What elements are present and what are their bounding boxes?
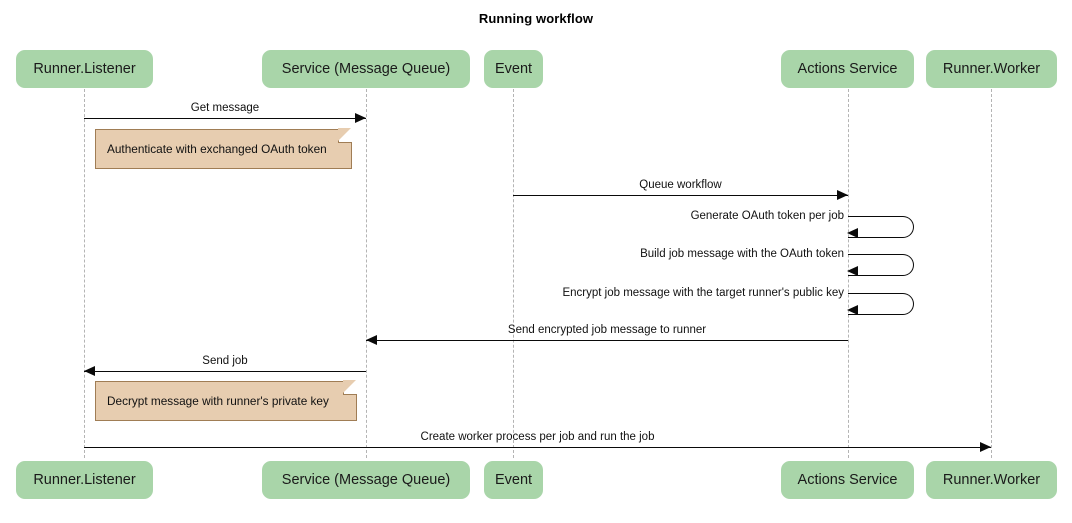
message-label-build-job-message: Build job message with the OAuth token — [640, 248, 844, 260]
arrowhead-right-icon-get-message — [355, 113, 366, 123]
arrowhead-left-icon-send-job — [84, 366, 95, 376]
message-line-create-worker-process — [84, 447, 991, 448]
arrowhead-right-icon-create-worker-process — [980, 442, 991, 452]
lifeline-runner-worker — [991, 89, 992, 458]
participant-service-message-queue-bottom[interactable]: Service (Message Queue) — [262, 461, 470, 499]
message-label-generate-oauth-token-per-job: Generate OAuth token per job — [690, 210, 844, 222]
participant-runner-worker-top[interactable]: Runner.Worker — [926, 50, 1057, 88]
arrowhead-right-icon-queue-workflow — [837, 190, 848, 200]
arrowhead-left-icon-send-encrypted-job-message — [366, 335, 377, 345]
participant-service-message-queue-top[interactable]: Service (Message Queue) — [262, 50, 470, 88]
arrowhead-left-icon-generate-oauth-token-per-job — [847, 228, 858, 238]
self-loop-generate-oauth-token-per-job — [848, 216, 914, 238]
participant-runner-listener-bottom[interactable]: Runner.Listener — [16, 461, 153, 499]
note-label-decrypt: Decrypt message with runner's private ke… — [107, 394, 329, 408]
self-loop-build-job-message — [848, 254, 914, 276]
note-decrypt: Decrypt message with runner's private ke… — [95, 380, 357, 421]
message-label-send-job: Send job — [202, 355, 248, 367]
participant-runner-listener-top[interactable]: Runner.Listener — [16, 50, 153, 88]
self-loop-encrypt-job-message — [848, 293, 914, 315]
lifeline-event — [513, 89, 514, 458]
arrowhead-left-icon-build-job-message — [847, 266, 858, 276]
note-label-authenticate: Authenticate with exchanged OAuth token — [107, 142, 327, 156]
arrowhead-left-icon-encrypt-job-message — [847, 305, 858, 315]
participant-actions-service-bottom[interactable]: Actions Service — [781, 461, 914, 499]
note-fold-corner-icon — [343, 380, 357, 395]
page-title: Running workflow — [478, 11, 594, 26]
message-label-get-message: Get message — [190, 102, 260, 114]
lifeline-runner-listener — [84, 89, 85, 458]
participant-runner-worker-bottom[interactable]: Runner.Worker — [926, 461, 1057, 499]
message-label-queue-workflow: Queue workflow — [639, 179, 722, 191]
participant-actions-service-top[interactable]: Actions Service — [781, 50, 914, 88]
message-line-send-job — [84, 371, 366, 372]
message-line-send-encrypted-job-message — [366, 340, 848, 341]
message-line-get-message — [84, 118, 366, 119]
message-label-create-worker-process: Create worker process per job and run th… — [420, 431, 655, 443]
message-label-encrypt-job-message: Encrypt job message with the target runn… — [562, 287, 844, 299]
message-line-queue-workflow — [513, 195, 848, 196]
note-fold-corner-icon — [338, 128, 352, 143]
message-label-send-encrypted-job-message: Send encrypted job message to runner — [507, 324, 707, 336]
participant-event-top[interactable]: Event — [484, 50, 543, 88]
participant-event-bottom[interactable]: Event — [484, 461, 543, 499]
note-authenticate: Authenticate with exchanged OAuth token — [95, 128, 352, 169]
lifeline-service-message-queue — [366, 89, 367, 458]
